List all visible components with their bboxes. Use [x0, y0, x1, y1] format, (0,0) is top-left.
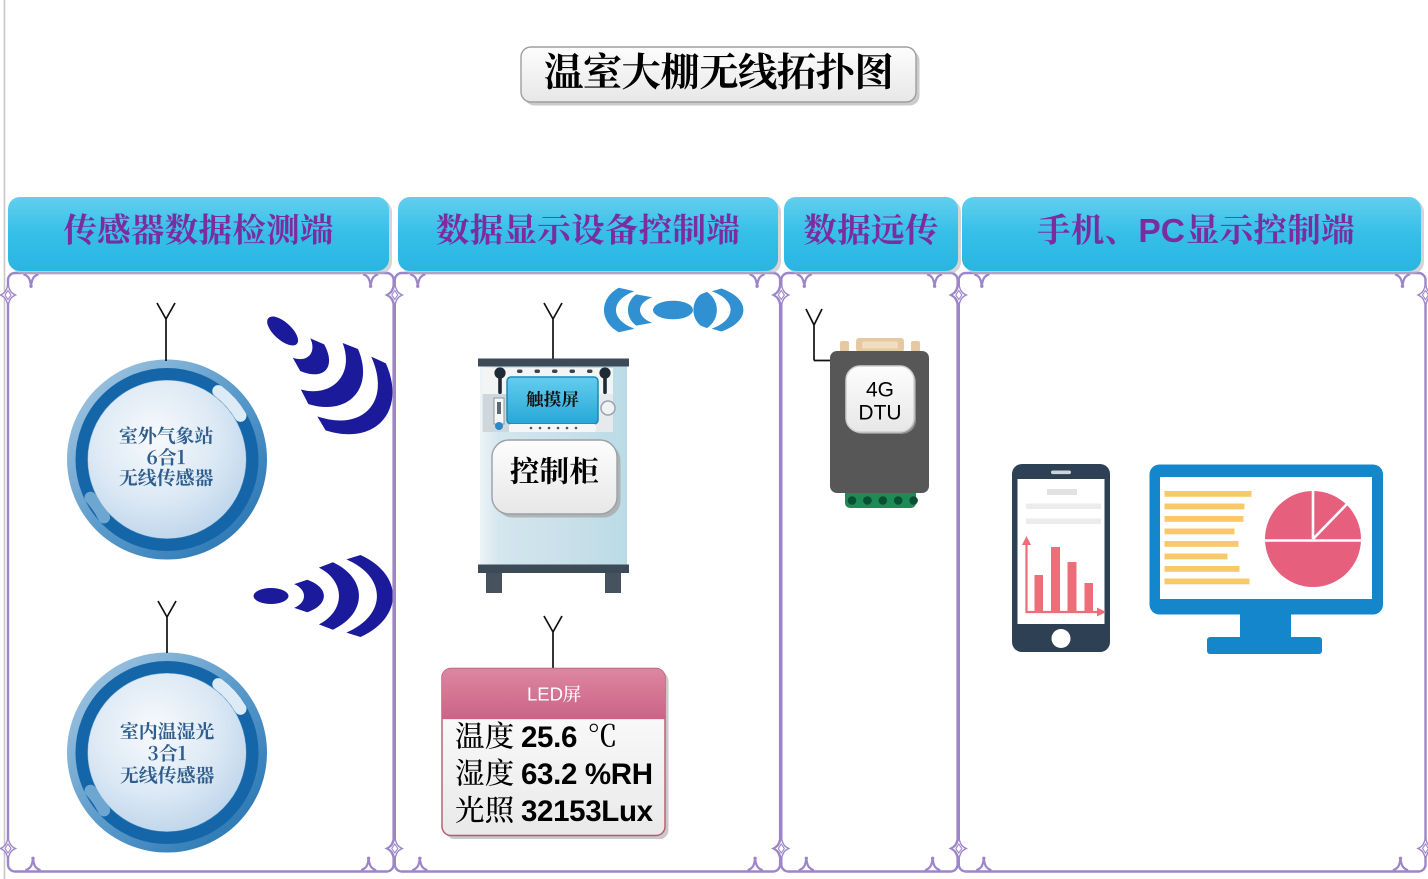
svg-text:LED: LED — [527, 684, 563, 705]
svg-text:32153Lux: 32153Lux — [521, 795, 654, 828]
svg-text:4G: 4G — [866, 379, 894, 402]
svg-text:DTU: DTU — [858, 402, 901, 425]
svg-text:PC: PC — [1138, 213, 1185, 250]
svg-text:25.6: 25.6 — [521, 721, 577, 754]
svg-text:63.2 %RH: 63.2 %RH — [521, 758, 653, 791]
